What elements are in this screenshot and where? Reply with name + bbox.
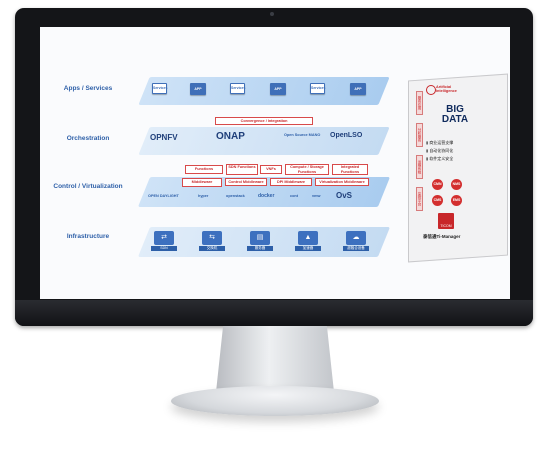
function-compute: Compute / Storage Functions <box>285 164 329 175</box>
app-tile[interactable]: Services <box>230 83 245 94</box>
function-vnfs: VNFs <box>260 165 282 174</box>
function-sdn: SDN Functions <box>226 164 258 175</box>
middleware-virtualization: Virtualization Middleware <box>315 178 369 186</box>
middleware-control: Control Middleware <box>225 178 267 186</box>
infra-label: 交换机 <box>199 246 225 251</box>
product-name: 泰信通Ti-Manager <box>423 234 461 239</box>
screen: Apps / Services Orchestration Control / … <box>40 27 510 299</box>
infra-label: 超融合设备 <box>343 246 369 251</box>
vmw-logo: vmw <box>312 194 321 198</box>
layer-label-control: Control / Virtualization <box>53 183 123 190</box>
ticom-logo: TICOM <box>438 213 454 229</box>
app-tile[interactable]: APP <box>270 83 286 95</box>
function-integrated: Integrated Functions <box>332 164 368 175</box>
openlso-logo: OpenLSO <box>330 132 363 139</box>
panel-tab[interactable]: 服务应用 <box>416 91 423 115</box>
ai-line-1: Artificial <box>436 85 452 89</box>
cms-badge: CMS <box>432 195 443 206</box>
cont-logo: cont <box>290 194 299 198</box>
docker-logo: docker <box>258 193 275 199</box>
nms-badge: NMS <box>451 179 462 190</box>
layer-label-orchestration: Orchestration <box>66 135 110 142</box>
panel-tab[interactable]: 分析服务 <box>416 123 423 147</box>
ai-line-2: Intelligence <box>436 89 457 93</box>
app-tile[interactable]: Services <box>152 83 167 94</box>
infra-label: 服务器 <box>247 246 273 251</box>
ems-badge: EMS <box>451 195 462 206</box>
hyperconverged-icon: ☁ <box>346 231 366 245</box>
functions-label: Functions <box>185 165 223 174</box>
ai-label: Artificial Intelligence <box>436 85 457 93</box>
infra-label: SDN <box>151 246 177 251</box>
infra-label: 加速器 <box>295 246 321 251</box>
sdn-icon: ⇄ <box>154 231 174 245</box>
switch-icon: ⇆ <box>202 231 222 245</box>
feature-item: ▮ 商业运营支撑 <box>426 140 454 145</box>
panel-tab[interactable]: 监控平台 <box>416 187 423 211</box>
feature-item: ▮ 软件定义安全 <box>426 156 454 161</box>
hyper-logo: hyper <box>198 194 209 198</box>
accelerator-icon: ▲ <box>298 231 318 245</box>
cmn-badge: CMN <box>432 179 443 190</box>
big-data-logo: BIG DATA <box>441 104 469 125</box>
monitor-chin <box>15 300 533 326</box>
app-tile[interactable]: APP <box>350 83 366 95</box>
layer-label-infrastructure: Infrastructure <box>66 233 110 240</box>
opendaylight-logo: OPEN DAYLIGHT <box>148 194 179 198</box>
osm-logo: Open Source MANO <box>284 133 321 137</box>
openstack-logo: openstack <box>226 194 245 198</box>
app-tile[interactable]: APP <box>190 83 206 95</box>
onap-logo: ONAP <box>216 131 245 142</box>
ovs-logo: OvS <box>336 191 353 200</box>
layer-label-apps: Apps / Services <box>63 85 113 92</box>
opnfv-logo: OPNFV <box>150 133 178 142</box>
feature-list: ▮ 商业运营支撑 ▮ 自动化协同化 ▮ 软件定义安全 <box>426 139 453 163</box>
panel-tab[interactable]: 运维系统 <box>416 155 423 179</box>
server-icon: ▤ <box>250 231 270 245</box>
monitor-stand-base <box>171 386 379 416</box>
feature-item: ▮ 自动化协同化 <box>426 148 454 153</box>
camera-icon <box>270 12 274 16</box>
middleware-label: Middleware <box>182 178 222 187</box>
middleware-dpi: DPI Middleware <box>270 178 312 186</box>
ai-icon <box>426 85 436 95</box>
convergence-banner: Convergence / Integration <box>215 117 313 125</box>
monitor-stand-neck <box>216 326 334 392</box>
app-tile[interactable]: Services <box>310 83 325 94</box>
